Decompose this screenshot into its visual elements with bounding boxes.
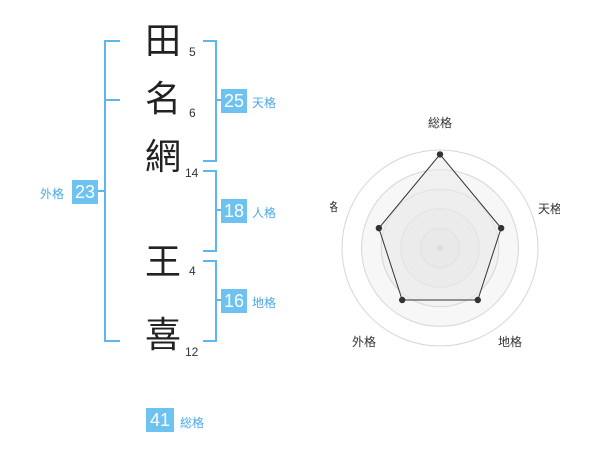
tenkaku-connector (215, 99, 221, 101)
radar-axis-label: 人格 (330, 199, 338, 214)
radar-point-5 (375, 224, 383, 232)
bracket-divider (106, 99, 120, 101)
name-char-2: 名 (144, 79, 181, 120)
radar-polygon (378, 153, 502, 301)
stroke-count-4: 4 (189, 264, 196, 278)
surname-char-1: 王 (144, 242, 181, 283)
tenkaku-bracket (203, 40, 217, 162)
stroke-count-5: 12 (185, 345, 199, 359)
radar-point-3 (474, 296, 481, 304)
radar-point-4 (399, 296, 406, 304)
chikaku-label: 地格 (252, 296, 277, 310)
soukaku-score: 41 (146, 408, 174, 432)
radar-point-2 (497, 224, 505, 232)
stroke-count-3: 14 (185, 166, 199, 180)
jinkaku-score: 18 (221, 199, 247, 223)
stroke-count-1: 5 (189, 45, 196, 59)
tenkaku-label: 天格 (252, 96, 277, 110)
bracket-divider (96, 190, 106, 192)
gaikaku-label: 外格 (40, 187, 65, 201)
chikaku-score: 16 (221, 289, 247, 313)
radar-axis-label: 総格 (428, 115, 452, 130)
jinkaku-bracket (203, 170, 217, 252)
tenkaku-score: 25 (221, 89, 247, 113)
radar-axis-label: 地格 (498, 334, 522, 349)
surname-char-2: 喜 (144, 315, 181, 356)
radar-point-1 (436, 151, 444, 158)
jinkaku-label: 人格 (252, 206, 277, 220)
name-char-3: 網 (144, 137, 181, 178)
gaikaku-bracket (104, 40, 120, 342)
soukaku-label: 総格 (180, 416, 205, 430)
gaikaku-score: 23 (72, 180, 98, 204)
chikaku-bracket (203, 260, 217, 342)
name-char-1: 田 (144, 21, 181, 62)
jinkaku-connector (215, 209, 221, 211)
radar-axis-label: 外格 (352, 334, 376, 349)
chikaku-connector (215, 299, 221, 301)
radar-series (375, 151, 505, 304)
radar-axis-label: 天格 (538, 201, 560, 216)
stroke-count-2: 6 (189, 106, 196, 120)
